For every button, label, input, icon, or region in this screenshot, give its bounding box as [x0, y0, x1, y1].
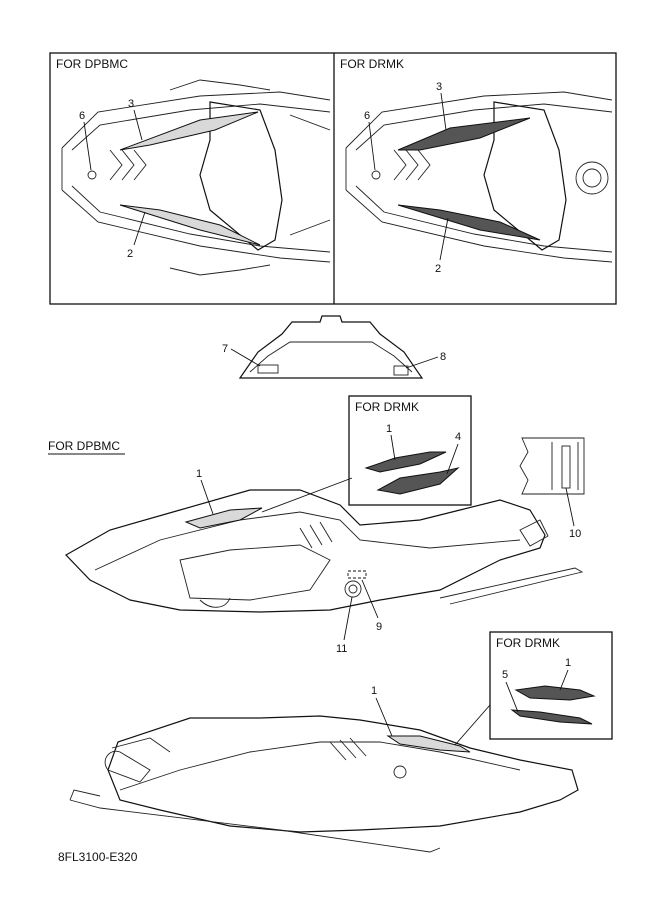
side-callout-1: 1 [196, 468, 202, 480]
side-callout-10: 10 [569, 528, 581, 540]
side-callout-11: 11 [336, 643, 347, 655]
inset1-callout-4: 4 [455, 431, 461, 443]
top-panels-frame [49, 52, 617, 305]
hull-panel-detail [519, 437, 585, 495]
top-right-deck-drawing [345, 91, 613, 263]
rear-callout-7: 7 [222, 343, 228, 355]
top-view-panels: FOR DPBMC FOR DRMK 3 6 2 [49, 52, 617, 305]
tr-callout-6: 6 [364, 110, 370, 122]
side-header: FOR DPBMC [48, 439, 120, 453]
top-right-header: FOR DRMK [340, 57, 404, 71]
bottom-view-drawing [69, 715, 579, 853]
inset2-callout-5: 5 [502, 669, 508, 681]
figure-code: 8FL3100-E320 [58, 850, 138, 864]
inset1-callout-1: 1 [386, 423, 392, 435]
inset2-frame [489, 631, 613, 740]
inset2-box: FOR DRMK [489, 631, 613, 740]
tl-callout-2: 2 [127, 248, 133, 260]
side-view-drawing [65, 489, 584, 613]
inset1-frame [348, 395, 472, 506]
bottom-callout-1: 1 [371, 685, 377, 697]
tl-callout-3: 3 [128, 98, 134, 110]
inset1-header: FOR DRMK [355, 400, 419, 414]
rear-callout-8: 8 [440, 351, 446, 363]
top-left-deck-drawing [61, 79, 331, 276]
inset1-box: FOR DRMK [348, 395, 472, 506]
top-left-header: FOR DPBMC [56, 57, 128, 71]
inset2-callout-1: 1 [565, 657, 571, 669]
tl-callout-6: 6 [79, 110, 85, 122]
side-callout-9: 9 [376, 621, 382, 633]
rear-view-drawing [238, 315, 424, 379]
inset2-header: FOR DRMK [496, 636, 560, 650]
tr-callout-3: 3 [436, 81, 442, 93]
tr-callout-2: 2 [435, 263, 441, 275]
